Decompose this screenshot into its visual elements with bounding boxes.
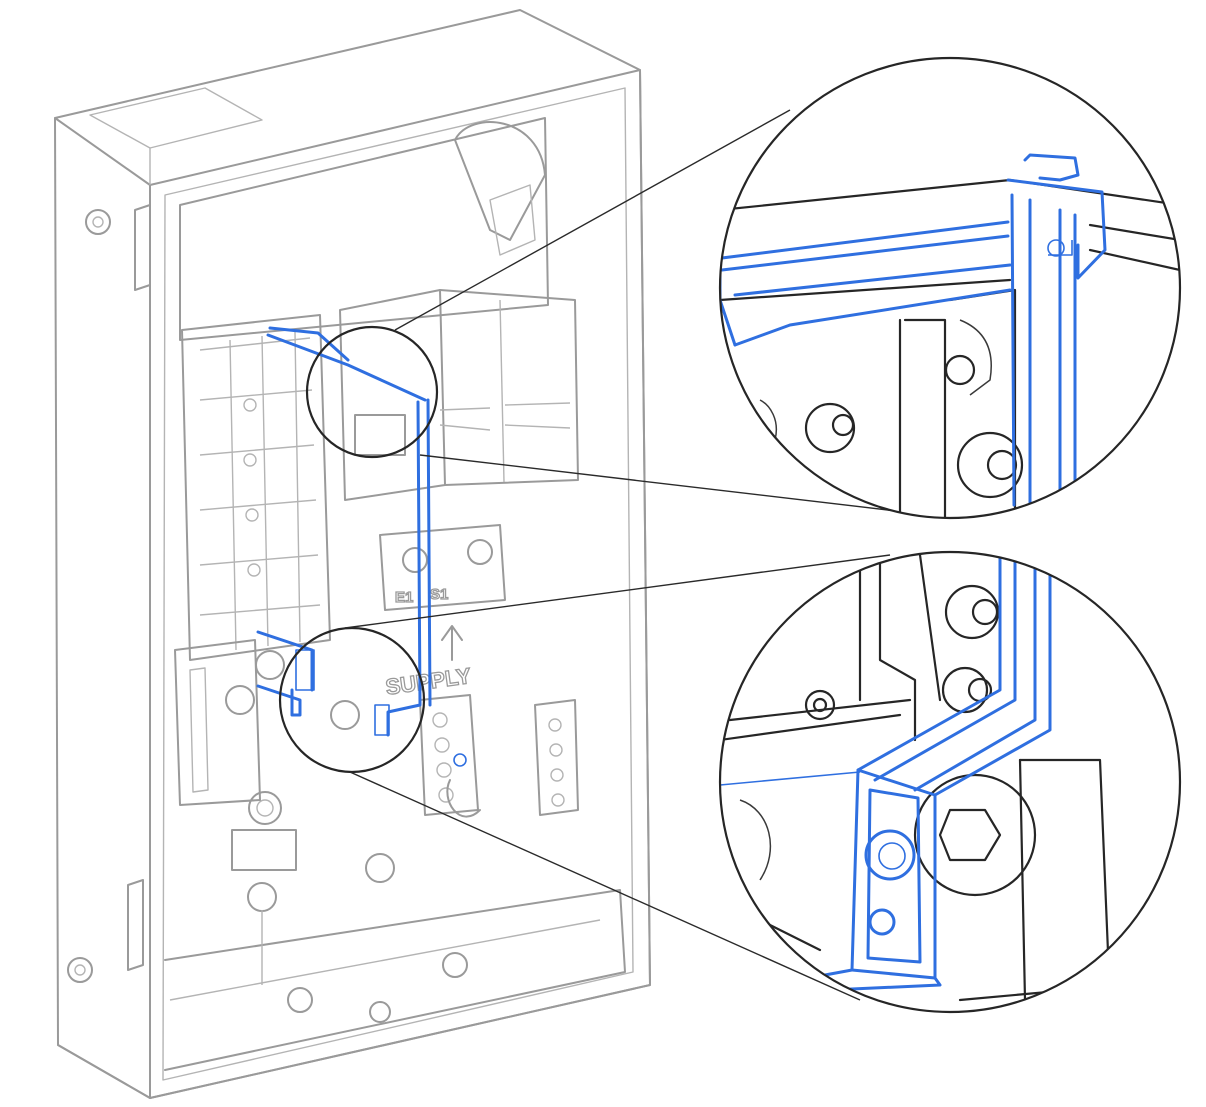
lower-bracket-detail [718,550,1182,1014]
internal-equipment: E1 S1 SUPPLY [174,289,579,818]
terminal-label-b: S1 [430,586,448,603]
terminal-label-a: E1 [395,589,413,606]
locator-circles [278,325,439,774]
upper-bracket-detail [718,56,1182,520]
leader-lines [344,109,906,1001]
upper-locator-circle [305,325,439,459]
enclosure [54,9,651,1099]
highlighted-bracket [256,326,467,767]
lower-locator-circle [278,626,426,774]
